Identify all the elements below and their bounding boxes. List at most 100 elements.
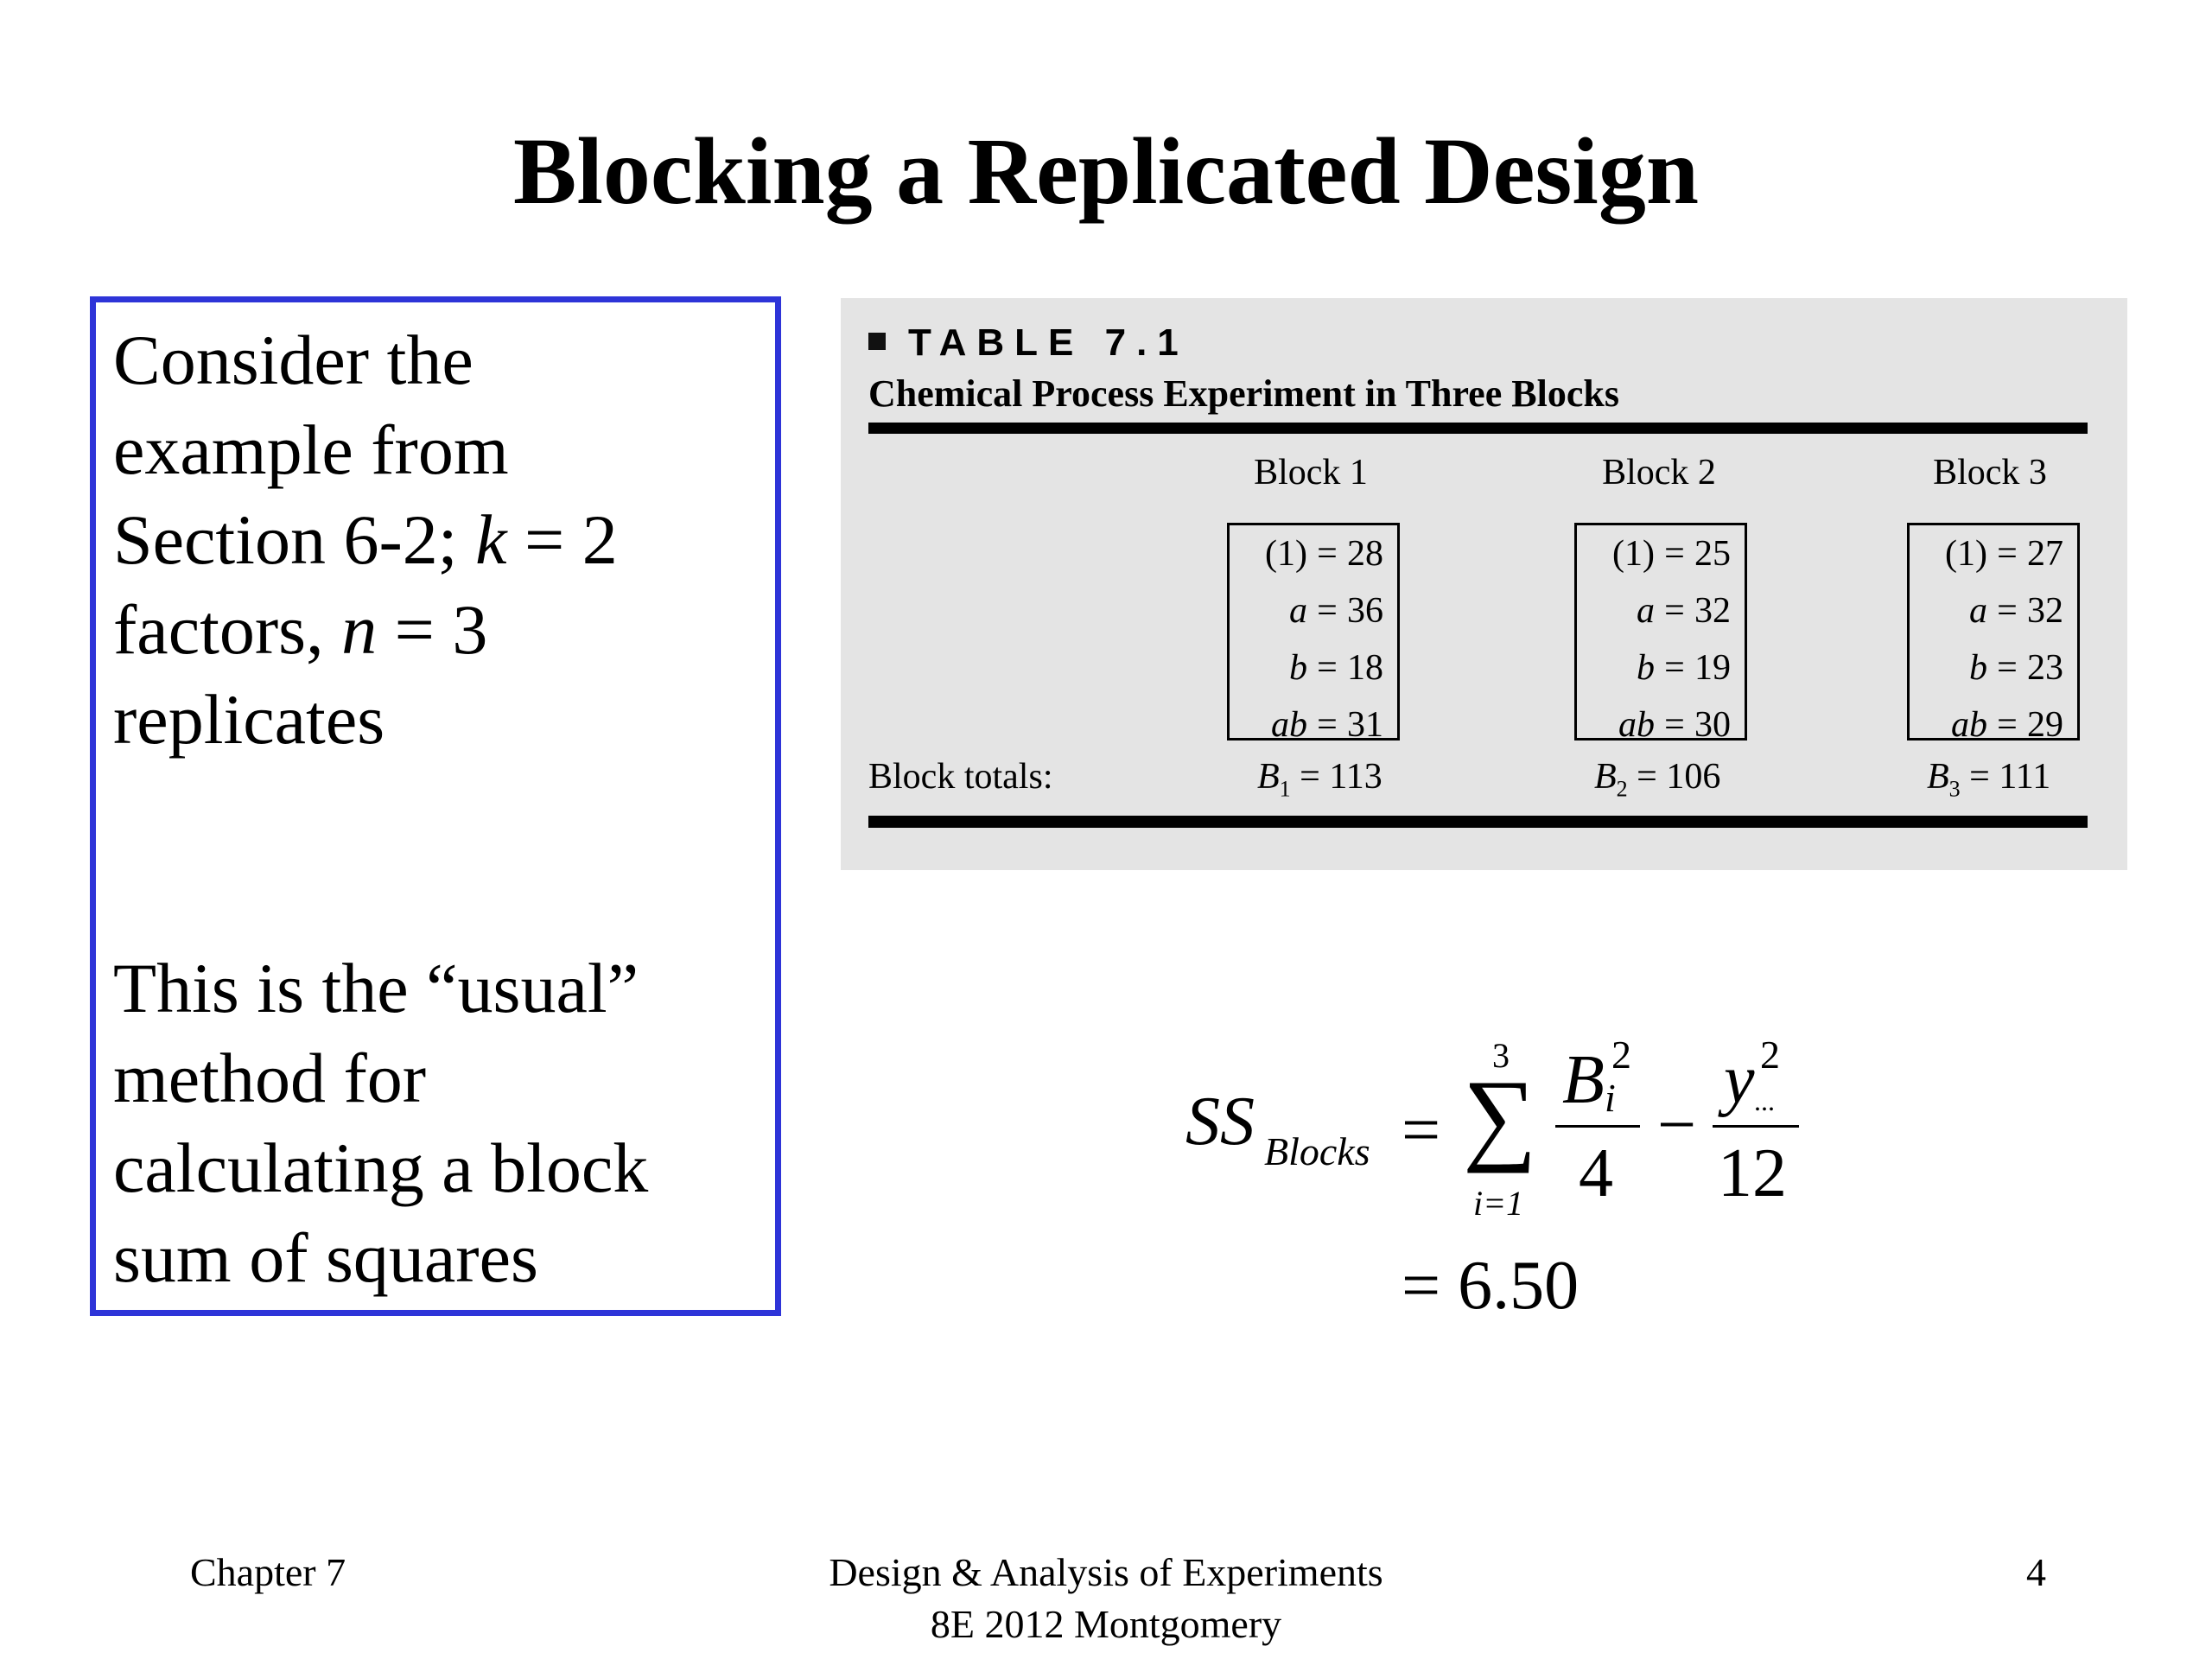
sigma-icon: ∑ xyxy=(1463,1058,1537,1173)
cell-name: b xyxy=(1969,648,1987,688)
k-variable: k xyxy=(475,500,507,579)
formula-result: = 6.50 xyxy=(1402,1248,1580,1324)
total-subscript: 3 xyxy=(1948,776,1961,802)
cell-name: ab xyxy=(1271,705,1307,745)
block-1-box: (1)=28 a=36 b=18 ab=31 xyxy=(1227,523,1400,745)
formula-equals: = xyxy=(1402,1092,1441,1168)
cell-value: 23 xyxy=(2027,648,2063,688)
block-2-row-2: a=32 xyxy=(1577,582,1745,639)
p1-line-1: Consider the xyxy=(113,321,474,399)
total-value: 113 xyxy=(1329,757,1382,797)
table-bottom-rule xyxy=(868,816,2088,828)
total-subscript: 1 xyxy=(1279,776,1291,802)
cell-value: 29 xyxy=(2027,705,2063,745)
formula-lhs-subscript: Blocks xyxy=(1264,1129,1370,1173)
p1-line-4: factors, n = 3 xyxy=(113,585,618,675)
slide-title: Blocking a Replicated Design xyxy=(513,118,1699,224)
total-value: 111 xyxy=(1999,757,2051,797)
fraction-2-bar xyxy=(1713,1125,1799,1128)
cell-name: b xyxy=(1289,648,1307,688)
formula-lhs: SS xyxy=(1185,1084,1255,1160)
cell-equals: = xyxy=(1317,705,1338,745)
cell-equals: = xyxy=(1997,705,2018,745)
cell-name: (1) xyxy=(1612,534,1655,574)
formula-minus: − xyxy=(1657,1087,1697,1163)
block-1-row-1: (1)=28 xyxy=(1230,525,1397,582)
cell-equals: = xyxy=(1317,648,1338,688)
fraction-1-numerator-superscript: 2 xyxy=(1611,1033,1631,1077)
fraction-1-numerator: B xyxy=(1562,1042,1605,1118)
cell-value: 31 xyxy=(1347,705,1383,745)
fraction-2-numerator-superscript: 2 xyxy=(1760,1033,1780,1077)
cell-name: a xyxy=(1637,591,1655,631)
cell-equals: = xyxy=(1997,648,2018,688)
block-3-row-4: ab=29 xyxy=(1910,696,2077,753)
cell-name: a xyxy=(1289,591,1307,631)
block-1-header: Block 1 xyxy=(1254,453,1368,493)
table-label-text: TABLE 7.1 xyxy=(908,321,1189,364)
cell-value: 30 xyxy=(1694,705,1731,745)
block-3-total: B3 = 111 xyxy=(1927,756,2050,802)
p1-line-5: replicates xyxy=(113,680,385,759)
fraction-2-numerator: y xyxy=(1724,1042,1755,1118)
p2-line-1: This is the “usual” xyxy=(113,949,639,1027)
total-value: 106 xyxy=(1666,757,1721,797)
cell-value: 27 xyxy=(2027,534,2063,574)
total-equals: = xyxy=(1969,757,1990,797)
fraction-1-numerator-subscript: i xyxy=(1605,1076,1616,1120)
table-figure xyxy=(841,298,2127,870)
explanation-paragraph-2: This is the “usual” method for calculati… xyxy=(113,944,648,1303)
cell-name: a xyxy=(1969,591,1987,631)
sum-upper-limit: 3 xyxy=(1492,1036,1510,1075)
footer-page-number: 4 xyxy=(2026,1550,2046,1594)
cell-equals: = xyxy=(1664,705,1685,745)
cell-equals: = xyxy=(1664,648,1685,688)
cell-equals: = xyxy=(1317,591,1338,631)
footer-book-line-1: Design & Analysis of Experiments xyxy=(829,1550,1383,1594)
block-2-row-1: (1)=25 xyxy=(1577,525,1745,582)
cell-name: ab xyxy=(1951,705,1987,745)
cell-value: 18 xyxy=(1347,648,1383,688)
explanation-paragraph-1: Consider the example from Section 6-2; k… xyxy=(113,315,618,765)
p2-line-2: method for xyxy=(113,1039,427,1117)
cell-value: 19 xyxy=(1694,648,1731,688)
block-1-row-4: ab=31 xyxy=(1230,696,1397,753)
p2-line-3: calculating a block xyxy=(113,1128,649,1207)
cell-value: 32 xyxy=(2027,591,2063,631)
p1-line-3: Section 6-2; k = 2 xyxy=(113,495,618,585)
cell-name: b xyxy=(1637,648,1655,688)
p1-line-4-pre: factors, xyxy=(113,590,342,669)
block-3-row-3: b=23 xyxy=(1910,639,2077,696)
cell-equals: = xyxy=(1997,534,2018,574)
cell-value: 32 xyxy=(1694,591,1731,631)
footer-book-line-2: 8E 2012 Montgomery xyxy=(930,1602,1282,1646)
n-variable: n xyxy=(341,590,378,669)
cell-name: (1) xyxy=(1265,534,1307,574)
cell-value: 36 xyxy=(1347,591,1383,631)
cell-value: 28 xyxy=(1347,534,1383,574)
p1-line-3-post: = 2 xyxy=(506,500,618,579)
block-3-row-2: a=32 xyxy=(1910,582,2077,639)
cell-name: ab xyxy=(1618,705,1655,745)
p1-line-3-pre: Section 6-2; xyxy=(113,500,476,579)
cell-value: 25 xyxy=(1694,534,1731,574)
fraction-2-denominator: 12 xyxy=(1718,1135,1787,1211)
total-symbol: B xyxy=(1257,757,1280,797)
block-2-box: (1)=25 a=32 b=19 ab=30 xyxy=(1574,523,1747,745)
table-caption: Chemical Process Experiment in Three Blo… xyxy=(868,372,1619,415)
cell-equals: = xyxy=(1997,591,2018,631)
cell-equals: = xyxy=(1317,534,1338,574)
block-1-row-3: b=18 xyxy=(1230,639,1397,696)
total-symbol: B xyxy=(1927,757,1949,797)
block-3-box: (1)=27 a=32 b=23 ab=29 xyxy=(1907,523,2080,745)
table-top-rule xyxy=(868,423,2088,434)
block-totals-label: Block totals: xyxy=(868,757,1053,797)
sum-lower-limit: i=1 xyxy=(1473,1184,1524,1223)
block-1-total: B1 = 113 xyxy=(1257,756,1382,802)
block-2-row-3: b=19 xyxy=(1577,639,1745,696)
cell-name: (1) xyxy=(1945,534,1987,574)
cell-equals: = xyxy=(1664,591,1685,631)
cell-equals: = xyxy=(1664,534,1685,574)
table-label: TABLE 7.1 xyxy=(868,321,1189,365)
block-3-row-1: (1)=27 xyxy=(1910,525,2077,582)
